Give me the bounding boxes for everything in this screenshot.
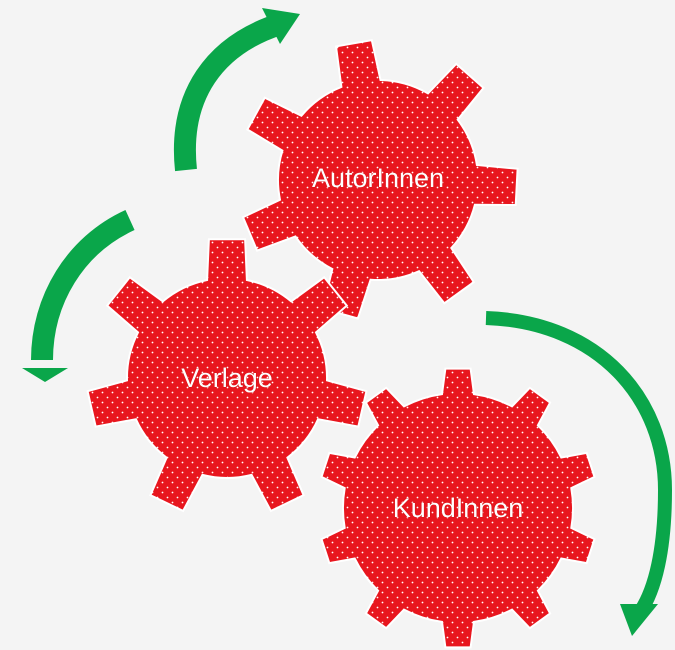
gear-label-autorinnen: AutorInnen — [312, 163, 444, 193]
gear-kundinnen-icon — [320, 367, 596, 649]
arrow-autorinnen-to-kundinnen-icon — [485, 311, 673, 636]
arrow-verlage-to-autorinnen-icon — [173, 8, 300, 172]
gear-label-kundinnen: KundInnen — [393, 493, 524, 523]
arrow-to-verlage-icon — [22, 209, 135, 382]
gear-label-verlage: Verlage — [181, 363, 273, 393]
gear-verlage-icon — [86, 238, 368, 513]
gear-autorinnen-icon — [241, 38, 519, 320]
